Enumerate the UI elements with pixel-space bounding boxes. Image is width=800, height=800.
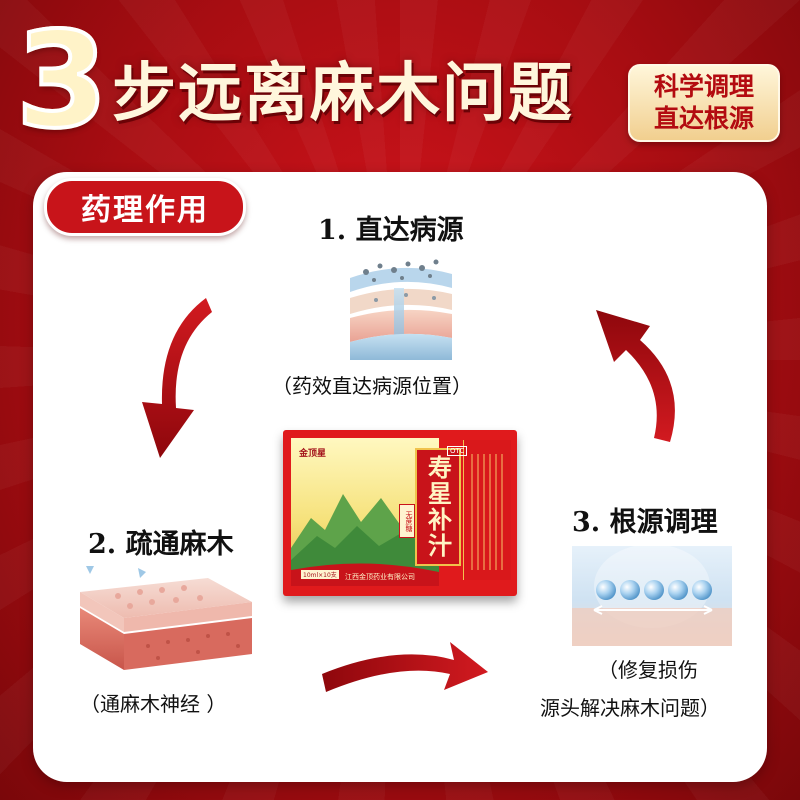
slogan-tag: 科学调理 直达根源 [628,64,780,142]
step-count-number: 3 [14,4,110,158]
product-tag: 无蔗糖 [399,504,415,538]
cycle-arrow-icon [142,298,212,458]
skin-tissue-layers-illustration [80,566,252,670]
product-otc-mark: OTC [447,446,468,456]
product-box: 金顶星 寿星补汁 无蔗糖 OTC 10ml×10支 江西金顶药业有限公司 [283,430,517,596]
step-2-caption: （通麻木神经 ） [80,692,227,716]
product-brand: 金顶星 [299,449,327,459]
product-spec: 10ml×10支 [301,570,339,579]
headline: 步远离麻木问题 [112,57,574,131]
cycle-arrow-icon [596,310,675,442]
step-3-title: 3. 根源调理 [572,507,718,538]
product-side-panel [463,440,511,580]
slogan-line-1: 科学调理 [653,72,754,101]
slogan-line-2: 直达根源 [653,104,754,133]
cycle-arrow-icon [322,642,488,692]
step-3-caption-line-2: 源头解决麻木问题） [540,696,720,720]
step-2-title: 2. 疏通麻木 [88,529,234,560]
repair-spheres-illustration [572,546,732,646]
product-name: 寿星补汁 [423,455,453,559]
section-label-pill: 药理作用 [44,178,246,236]
section-label: 药理作用 [81,193,209,228]
product-maker: 江西金顶药业有限公司 [345,573,415,581]
product-name-band: 寿星补汁 [415,448,461,566]
step-3-caption-line-1: （修复损伤 [598,658,698,682]
product-side-text-lines [471,454,503,570]
step-1-caption: （药效直达病源位置） [272,374,472,398]
step-1-title: 1. 直达病源 [318,215,464,246]
skin-layers-particles-illustration [350,259,452,360]
